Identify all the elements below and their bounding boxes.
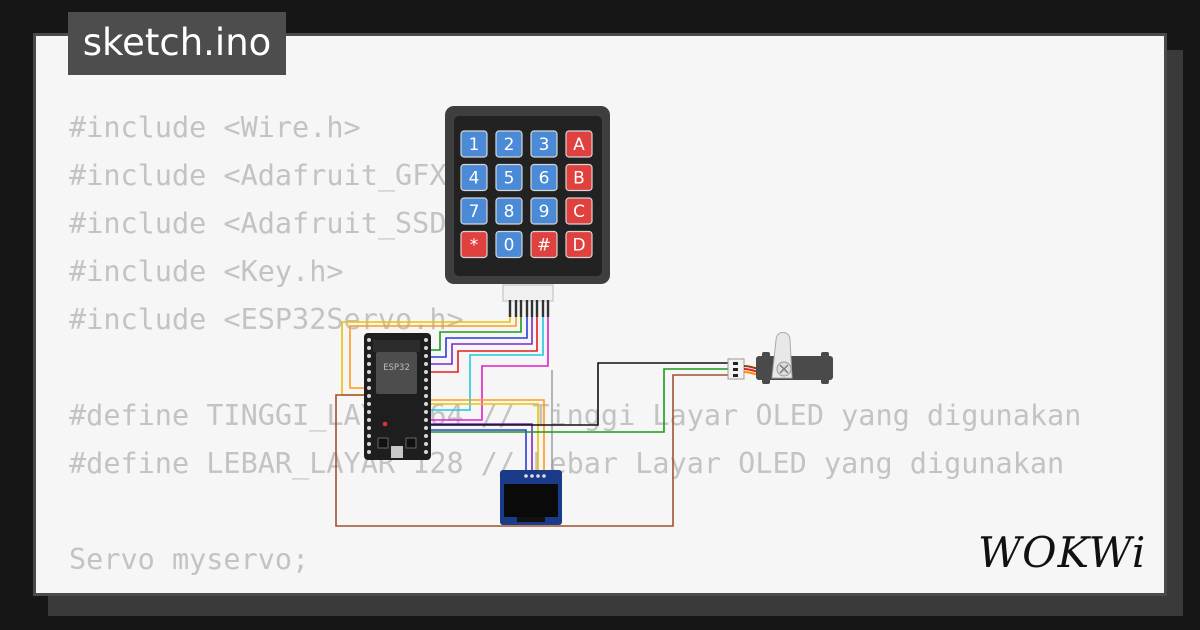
keypad-key [460, 130, 488, 158]
keypad-key-label: 0 [504, 236, 515, 256]
oled-display [500, 470, 562, 525]
oled-ribbon [517, 517, 545, 522]
keypad-key-label: 5 [504, 169, 515, 189]
wokwi-logo-text: WOKWi [978, 528, 1146, 577]
esp32-usb-port [391, 446, 403, 458]
keypad-key-label: A [573, 135, 585, 155]
esp32-board: ESP32 [364, 333, 431, 460]
wokwi-logo-icon: WOKWi [978, 528, 1146, 577]
keypad-key-label: 7 [469, 202, 480, 222]
keypad-key [495, 230, 523, 259]
keypad-key [530, 230, 558, 259]
keypad-key [460, 163, 488, 192]
oled-screen [504, 484, 558, 517]
keypad-4x4: 1 2 3 A 4 5 6 B 7 8 9 C * 0 # D [445, 106, 610, 317]
file-tab-title[interactable]: sketch.ino [68, 12, 286, 75]
code-line: #define LEBAR_LAYAR 128 // Lebar Layar O… [69, 447, 1065, 480]
code-line: #define TINGGI_LAYAR 64 // Tinggi Layar … [69, 399, 1082, 432]
keypad-key [530, 163, 558, 192]
code-line: #include <Key.h> [69, 255, 344, 288]
keypad-pins [508, 300, 550, 317]
keypad-key-label: C [573, 202, 585, 222]
keypad-key-label: 9 [539, 202, 550, 222]
keypad-key-label: B [573, 169, 585, 189]
keypad-connector [502, 284, 554, 302]
keypad-key [460, 230, 488, 259]
keypad-key [565, 130, 593, 158]
keypad-key-label: 1 [469, 135, 480, 155]
keypad-face [454, 116, 602, 276]
servo-connector-pins [733, 362, 738, 377]
esp32-antenna [373, 340, 420, 352]
keypad-key-label: D [572, 236, 585, 256]
wires [335, 317, 730, 527]
code-line: #include <ESP32Servo.h> [69, 303, 464, 336]
keypad-key-label: * [470, 236, 479, 256]
code-line: Servo myservo; [69, 543, 310, 576]
esp32-button [377, 437, 389, 449]
keypad-key [495, 163, 523, 192]
keypad-key [530, 197, 558, 225]
keypad-key [565, 230, 593, 259]
code-line: #include <Wire.h> [69, 111, 361, 144]
keypad-key-label: 6 [539, 169, 550, 189]
keypad-key-label: 2 [504, 135, 515, 155]
servo-motor [727, 332, 833, 384]
keypad-key-label: 3 [539, 135, 550, 155]
keypad-key [460, 197, 488, 225]
code-line: const int ter_PCKG = 4 ; // ledakan jadw… [69, 584, 1081, 593]
keypad-key [495, 130, 523, 158]
keypad-key [495, 197, 523, 225]
keypad-key [565, 197, 593, 225]
oled-pins [524, 474, 546, 478]
esp32-label: ESP32 [383, 363, 410, 373]
keypad-key-label: # [537, 236, 551, 256]
esp32-led [382, 421, 388, 427]
keypad-key-label: 4 [469, 169, 480, 189]
keypad-keys: 1 2 3 A 4 5 6 B 7 8 9 C * 0 # D [460, 130, 593, 259]
esp32-button [405, 437, 417, 449]
keypad-key-label: 8 [504, 202, 515, 222]
esp32-pin-row-right [424, 338, 428, 454]
keypad-key [530, 130, 558, 158]
keypad-key [565, 163, 593, 192]
esp32-shield [376, 352, 417, 394]
esp32-pin-row-left [367, 338, 371, 454]
